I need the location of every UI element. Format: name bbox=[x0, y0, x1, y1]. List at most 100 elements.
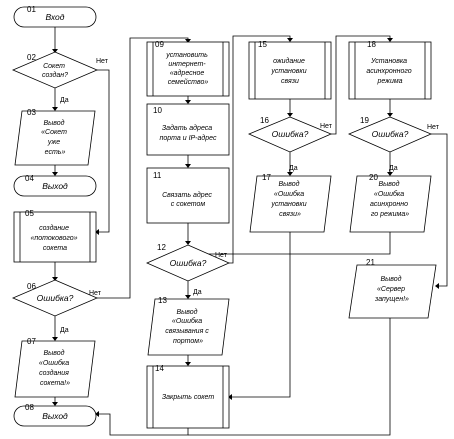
node-01-label: Вход bbox=[46, 12, 65, 22]
shapes bbox=[11, 6, 437, 429]
node-07-label: Вывод «Ошибка создания сокета!» bbox=[39, 349, 71, 387]
node-05-label: создание «потокового» сокета bbox=[31, 224, 80, 252]
edges bbox=[54, 27, 448, 436]
node-14-label: Закрыть сокет bbox=[162, 394, 215, 401]
node-13-label: Вывод «Ошибка связывания с портом» bbox=[165, 308, 210, 345]
arrowhead-07 bbox=[52, 337, 58, 341]
arrowhead-14 bbox=[185, 362, 191, 366]
node-11-process bbox=[146, 167, 230, 224]
arrowhead-06 bbox=[52, 277, 58, 281]
node-10-label: Задать адреса порта и IP-адрес bbox=[160, 124, 217, 142]
branch-19-yes: Да bbox=[389, 165, 398, 172]
branch-16-yes: Да bbox=[289, 165, 298, 172]
node-09-number: 09 bbox=[155, 40, 164, 49]
node-10-number: 10 bbox=[153, 106, 162, 115]
edge-19-21-no bbox=[431, 133, 448, 287]
node-03-label: Вывод «Сокет уже есть» bbox=[41, 119, 69, 156]
arrowhead-21 bbox=[435, 283, 439, 289]
node-14-process bbox=[146, 365, 230, 429]
node-04-label: Выход bbox=[42, 181, 68, 191]
node-17-number: 17 bbox=[262, 173, 271, 182]
branch-02-no: Нет bbox=[96, 58, 109, 65]
node-02-label: Сокет создан? bbox=[42, 63, 68, 79]
node-12-decision bbox=[146, 244, 230, 282]
node-18-process bbox=[348, 41, 432, 100]
node-16-number: 16 bbox=[260, 116, 269, 125]
branch-19-no: Нет bbox=[427, 124, 440, 131]
node-16-decision bbox=[247, 116, 333, 153]
node-04-number: 04 bbox=[25, 174, 34, 183]
arrowhead-08-side bbox=[95, 411, 99, 417]
node-05-number: 05 bbox=[25, 209, 34, 218]
arrowhead-14-side bbox=[228, 394, 232, 400]
arrowhead-12 bbox=[185, 241, 191, 245]
arrowhead-18 bbox=[387, 38, 393, 42]
node-08-number: 08 bbox=[25, 403, 34, 412]
node-13-number: 13 bbox=[158, 296, 167, 305]
arrowhead-13 bbox=[185, 295, 191, 299]
node-21-data bbox=[348, 264, 437, 319]
node-20-data bbox=[349, 175, 432, 233]
branch-12-yes: Да bbox=[193, 289, 202, 296]
branch-12-no: Нет bbox=[215, 252, 228, 259]
branch-labels: Нет Да Нет Да Нет Да Нет Да Нет Да bbox=[60, 58, 440, 334]
node-05-process bbox=[13, 211, 97, 263]
node-20-label: Вывод «Ошибка асинхронно го режима» bbox=[370, 180, 410, 218]
node-12-number: 12 bbox=[157, 243, 166, 252]
arrowhead-02 bbox=[52, 49, 58, 53]
edge-12-15-no bbox=[229, 35, 291, 264]
node-11-label: Связать адрес с сокетом bbox=[162, 191, 214, 208]
node-06-number: 06 bbox=[27, 282, 36, 291]
edge-02-05-no bbox=[96, 69, 110, 233]
node-18-number: 18 bbox=[367, 40, 376, 49]
node-17-data bbox=[249, 175, 332, 233]
arrowhead-11 bbox=[185, 164, 191, 168]
arrowhead-05 bbox=[95, 229, 99, 235]
node-17-label: Вывод «Ошибка установки связи» bbox=[270, 180, 308, 218]
node-10-process bbox=[146, 103, 230, 156]
node-08-terminator bbox=[13, 405, 97, 427]
arrowhead-16 bbox=[287, 113, 293, 117]
arrowhead-08 bbox=[52, 402, 58, 406]
node-03-number: 03 bbox=[27, 108, 36, 117]
edge-16-18-no bbox=[331, 35, 391, 135]
arrowhead-09 bbox=[185, 39, 191, 43]
node-09-process bbox=[146, 41, 230, 97]
branch-16-no: Нет bbox=[320, 123, 333, 130]
node-09-label: установить интернет- «адресное семейство… bbox=[165, 52, 209, 86]
node-02-number: 02 bbox=[27, 53, 36, 62]
arrowhead-04 bbox=[52, 172, 58, 176]
branch-06-yes: Да bbox=[60, 327, 69, 334]
node-06-label: Ошибка? bbox=[37, 293, 74, 303]
node-20-number: 20 bbox=[369, 173, 378, 182]
arrowhead-03 bbox=[52, 107, 58, 111]
node-19-number: 19 bbox=[360, 116, 369, 125]
node-01-number: 01 bbox=[27, 5, 36, 14]
edge-17-14 bbox=[229, 232, 291, 398]
node-07-data bbox=[14, 340, 96, 398]
edge-20-12 bbox=[188, 232, 391, 255]
edge-21-08 bbox=[188, 318, 391, 436]
node-21-label: Вывод «Сервер запущен!» bbox=[374, 275, 409, 303]
node-01-terminator bbox=[13, 6, 97, 28]
node-12-label: Ошибка? bbox=[170, 258, 207, 268]
node-15-process bbox=[248, 41, 332, 100]
node-18-label: Установка асинхронного режима bbox=[366, 58, 413, 85]
node-08-label: Выход bbox=[42, 411, 68, 421]
node-16-label: Ошибка? bbox=[272, 129, 309, 139]
arrowhead-20 bbox=[387, 172, 393, 176]
edge-14-08 bbox=[96, 413, 189, 436]
arrowhead-10 bbox=[185, 100, 191, 104]
arrowhead-19 bbox=[387, 113, 393, 117]
node-02-decision bbox=[11, 51, 99, 89]
arrowhead-17 bbox=[287, 172, 293, 176]
node-04-terminator bbox=[13, 175, 97, 197]
arrowhead-15 bbox=[287, 38, 293, 42]
node-15-number: 15 bbox=[258, 40, 267, 49]
step-numbers: 01 02 03 04 05 06 07 08 09 10 11 12 13 1… bbox=[25, 5, 378, 412]
node-21-number: 21 bbox=[366, 258, 375, 267]
node-19-decision bbox=[347, 116, 433, 153]
node-19-label: Ошибка? bbox=[372, 129, 409, 139]
